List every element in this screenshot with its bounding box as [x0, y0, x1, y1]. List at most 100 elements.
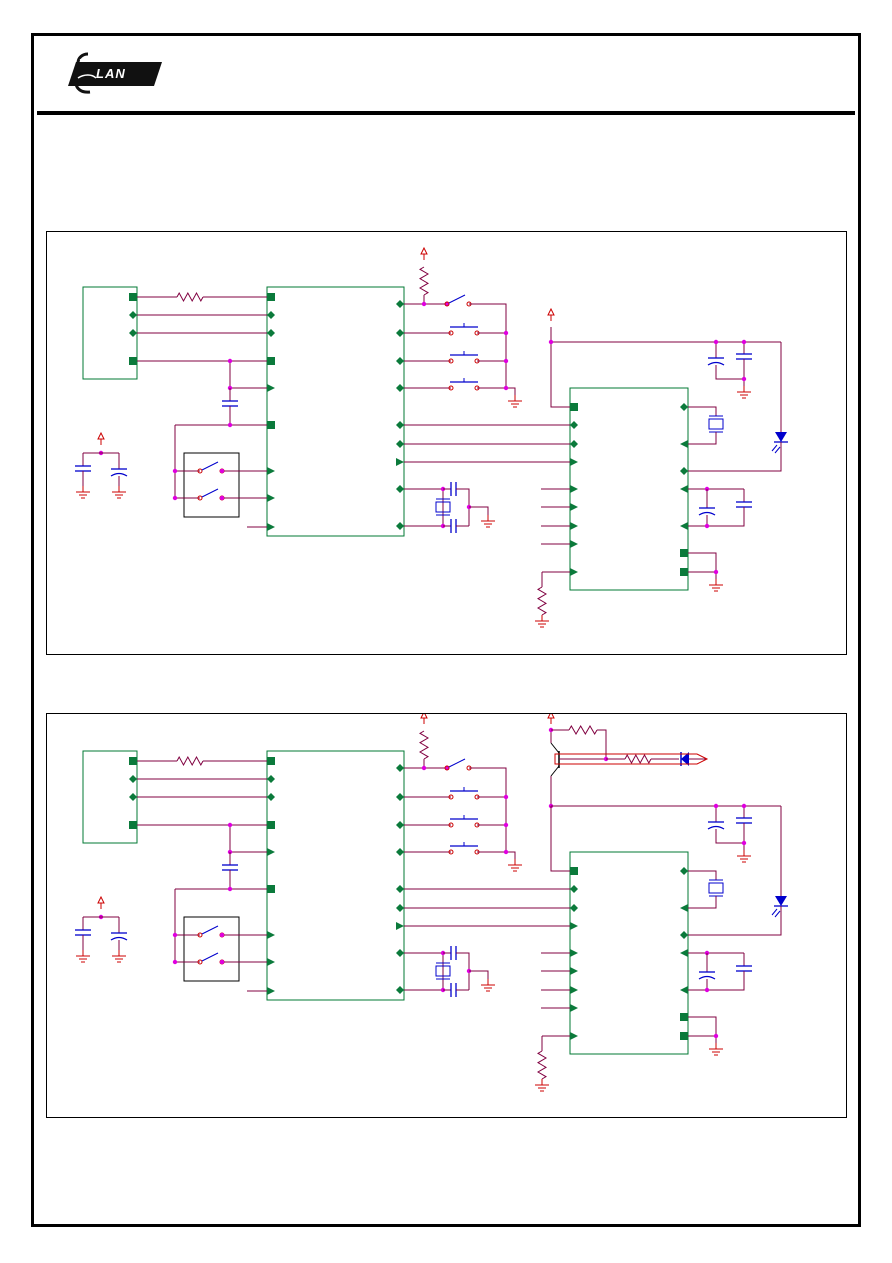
ic-pin [396, 357, 404, 365]
ic-pin [570, 885, 578, 893]
junction-node [172, 468, 178, 474]
ic-pin [570, 1004, 578, 1012]
wire [477, 851, 516, 859]
ic-pin [267, 848, 275, 856]
ic-pin [267, 885, 275, 893]
transmitter-ic [569, 851, 689, 1055]
junction-node [172, 932, 178, 938]
ic-pin [129, 793, 137, 801]
ic-pin [570, 904, 578, 912]
vcc-symbol [547, 714, 555, 719]
ic-pin [680, 949, 688, 957]
junction-node [503, 385, 509, 391]
wire [715, 829, 744, 844]
diode [681, 752, 689, 766]
ic-pin [396, 458, 404, 466]
push-button [448, 794, 454, 800]
ic-pin [267, 421, 275, 429]
led [775, 432, 787, 442]
switch [444, 301, 450, 307]
ic-pin [680, 440, 688, 448]
junction-node [548, 727, 554, 733]
wire [469, 303, 507, 388]
ic-pin [267, 357, 275, 365]
electrolytic-capacitor [110, 936, 128, 941]
resistor [624, 753, 652, 765]
dip-switch [183, 452, 240, 518]
electrolytic-capacitor [707, 361, 725, 366]
led [775, 896, 787, 906]
electrolytic-capacitor [698, 511, 716, 516]
switch [197, 932, 203, 938]
ic-pin [396, 793, 404, 801]
led [774, 910, 781, 918]
ic-pin [396, 329, 404, 337]
ic-pin [396, 440, 404, 448]
ic-pin [267, 775, 275, 783]
led [771, 444, 778, 452]
wire [688, 432, 717, 445]
ic-pin [267, 467, 275, 475]
ic-pin [396, 986, 404, 994]
encoder-ic [266, 750, 405, 1001]
junction-node [713, 1033, 719, 1039]
ic-pin [129, 293, 137, 301]
junction-node [503, 358, 509, 364]
ic-pin [570, 522, 578, 530]
junction-node [503, 330, 509, 336]
junction-node [219, 932, 225, 938]
ic-pin [267, 757, 275, 765]
ic-pin [570, 485, 578, 493]
junction-node [741, 339, 747, 345]
logo-text: LAN [96, 66, 126, 81]
electrolytic-capacitor [698, 975, 716, 980]
ic-pin [680, 467, 688, 475]
wire [229, 361, 267, 389]
junction-node [444, 765, 450, 771]
vcc-symbol [420, 246, 428, 255]
ic-pin [396, 904, 404, 912]
ic-pin [129, 329, 137, 337]
connector [82, 750, 138, 844]
ic-pin [129, 311, 137, 319]
dip-switch [183, 916, 240, 982]
ic-pin [570, 403, 578, 411]
switch [448, 758, 466, 768]
junction-node [421, 765, 427, 771]
junction-node [227, 886, 233, 892]
push-button [448, 385, 454, 391]
junction-node [172, 959, 178, 965]
ic-pin [396, 522, 404, 530]
electrolytic-capacitor [707, 825, 725, 830]
wire [688, 552, 717, 579]
junction-node [219, 959, 225, 965]
ic-pin [680, 485, 688, 493]
junction-node [503, 849, 509, 855]
resistor [176, 291, 204, 303]
junction-node [704, 523, 710, 529]
page-header [37, 37, 855, 115]
ic-pin [396, 885, 404, 893]
junction-node [713, 803, 719, 809]
antenna-connector [554, 753, 709, 765]
ic-pin [570, 458, 578, 466]
junction-node [548, 339, 554, 345]
ic-pin [396, 821, 404, 829]
push-button [448, 358, 454, 364]
switch [197, 468, 203, 474]
wire [688, 971, 745, 991]
page-frame [31, 33, 861, 1227]
crystal [435, 501, 451, 513]
ic-pin [267, 931, 275, 939]
switch [201, 488, 219, 498]
ic-pin [396, 485, 404, 493]
ic-pin [680, 931, 688, 939]
junction-node [219, 495, 225, 501]
junction-node [741, 803, 747, 809]
junction-node [741, 840, 747, 846]
vcc-symbol [547, 307, 555, 316]
ic-pin [570, 1032, 578, 1040]
junction-node [704, 987, 710, 993]
junction-node [227, 422, 233, 428]
ic-pin [267, 384, 275, 392]
